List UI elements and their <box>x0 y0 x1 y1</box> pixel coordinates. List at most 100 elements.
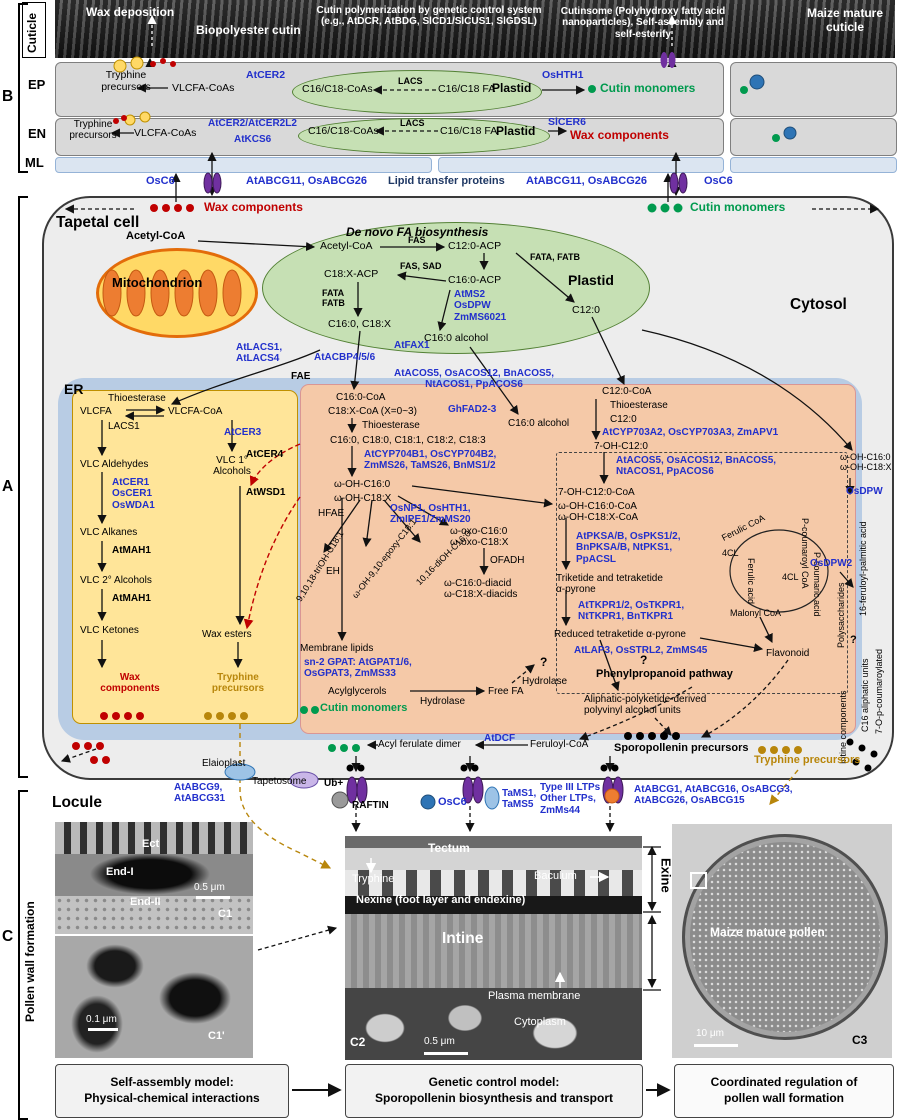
panel-label-a: A <box>2 478 14 495</box>
sporo-7oh-c12-coa: 7-OH-C12:0-CoA <box>558 487 635 498</box>
en-wax-components: Wax components <box>570 128 669 142</box>
gene-atms2-osdpw-zmms6021: AtMS2 OsDPW ZmMS6021 <box>454 289 507 323</box>
pollen-grain-shape <box>682 834 888 1040</box>
c3-scale: 10 μm <box>696 1028 724 1039</box>
plastid-c12: C12:0 <box>572 304 601 316</box>
ltp-orange-icon <box>604 788 620 804</box>
panel-a-bracket <box>18 196 28 778</box>
cutin-eh: EH <box>326 566 340 577</box>
cytosol-label: Cytosol <box>790 296 847 313</box>
c1-ect: Ect <box>142 838 160 850</box>
tapetosome-label: Tapetosome <box>252 776 307 787</box>
c2-intine: Intine <box>442 930 484 947</box>
em-image-c1 <box>55 822 253 934</box>
c1-end2-layer <box>55 896 253 934</box>
sporo-thioesterase: Thioesterase <box>610 400 668 411</box>
sporo-malonyl-coa: Malonyl CoA <box>730 608 782 618</box>
wax-vlc-1-alcohols: VLC 1° Alcohols <box>213 455 251 478</box>
em-image-c2 <box>345 836 642 1060</box>
gene-slcer6: SlCER6 <box>548 116 586 128</box>
cutin-monomers-label: Cutin monomers <box>320 702 408 714</box>
cutin-c18x-coa: C18:X-CoA (X=0~3) <box>328 406 417 417</box>
sporo-aliphatic-units: Aliphatic-polyketide-derived polyvinyl a… <box>584 694 707 717</box>
c2-scale: 0.5 μm <box>424 1036 455 1047</box>
gene-atcer2-atcer2l2: AtCER2/AtCER2L2 <box>208 118 297 129</box>
gene-atcer2: AtCER2 <box>246 69 286 81</box>
ml-transporter-icons <box>203 172 688 194</box>
gene-atcer1-oscer1-oswda1: AtCER1 OsCER1 OsWDA1 <box>112 477 155 511</box>
elaioplast-icon <box>224 763 256 781</box>
cutin-c16-coa: C16:0-CoA <box>336 392 386 403</box>
c1-scale: 0.5 μm <box>194 882 225 893</box>
gene-atmah1-a: AtMAH1 <box>112 545 151 556</box>
biopolyester-cutin-label: Biopolyester cutin <box>196 23 301 37</box>
wax-esters-label: Wax esters <box>202 629 252 640</box>
gene-acos-sporo: AtACOS5, OsACOS12, BnACOS5, NtACOS1, PpA… <box>616 455 777 478</box>
c2-baculum-layer <box>345 870 642 896</box>
gene-osnp1-oshth1: OsNP1, OsHTH1, ZmIPE1/ZmMS20 <box>390 503 471 526</box>
sporopollenin-dashed-box <box>556 452 848 694</box>
en-right-box <box>730 118 897 156</box>
c1-end1: End-I <box>106 866 134 878</box>
cutin-fa-series: C16:0, C18:0, C18:1, C18:2, C18:3 <box>330 435 486 446</box>
bottom-dot-rows <box>72 706 878 772</box>
gene-atlacs1-4: AtLACS1, AtLACS4 <box>236 342 283 365</box>
raftin-icon <box>331 791 349 809</box>
gene-atmah1-b: AtMAH1 <box>112 593 151 604</box>
en-label: EN <box>28 126 47 141</box>
sporo-7oh-c12: 7-OH-C12:0 <box>594 441 648 452</box>
question-mark-free: ? <box>540 655 548 669</box>
ep-cutin-monomers: Cutin monomers <box>600 81 696 95</box>
panel-b-bracket <box>18 3 28 173</box>
cutin-acylglycerols: Acylglycerols <box>328 686 387 697</box>
gene-abcg11-right: AtABCG11, OsABCG26 <box>526 175 648 187</box>
c1p-tag: C1' <box>208 1030 225 1042</box>
c3-inset-marker <box>690 872 707 889</box>
sporo-reduced-tetraketide: Reduced tetraketide α-pyrone <box>554 629 686 640</box>
de-novo-fa-title: De novo FA biosynthesis <box>346 225 489 239</box>
c2-tectum: Tectum <box>428 841 470 855</box>
ml-label: ML <box>25 155 44 170</box>
ep-right-box <box>730 62 897 117</box>
wax-vlc-aldehydes: VLC Aldehydes <box>80 459 149 470</box>
cell-cutin-monomers: Cutin monomers <box>690 200 786 214</box>
plastid-acetyl-coa: Acetyl-CoA <box>320 240 373 252</box>
c2-nexine-layer <box>345 896 642 914</box>
c1-end2: End-II <box>130 896 161 908</box>
cutin-free-fa: Free FA <box>488 686 524 697</box>
en-plastid-label: Plastid <box>496 124 536 138</box>
tryphine-precursors-bottom: Tryphine precursors <box>754 754 861 766</box>
model-box-self-assembly: Self-assembly model: Physical-chemical i… <box>55 1064 289 1118</box>
acyl-ferulate-dimer: Acyl ferulate dimer <box>378 739 461 750</box>
edge-c16-units: C16 aliphatic units <box>860 658 870 732</box>
c2-cytoplasm: Cytoplasm <box>514 1016 566 1028</box>
c1p-scale: 0.1 μm <box>86 1014 117 1025</box>
gene-atacbp456: AtACBP4/5/6 <box>314 352 376 363</box>
plastid-c12-acp: C12:0-ACP <box>448 240 502 252</box>
sporo-ferulic-acid: Ferulic acid <box>746 558 757 605</box>
gene-osc6-right: OsC6 <box>704 175 733 187</box>
ep-c16c18-coas: C16/C18-CoAs <box>302 83 373 95</box>
en-lacs: LACS <box>400 118 425 128</box>
cutin-pathway-box <box>300 384 856 734</box>
feruloyl-coa-label: Feruloyl-CoA <box>530 739 589 750</box>
plastid-c18x-acp: C18:X-ACP <box>324 268 379 280</box>
sporo-triketide: Triketide and tetraketide α-pyrone <box>556 573 663 596</box>
cell-wax-components: Wax components <box>204 200 303 214</box>
wax-box-dots <box>100 712 248 720</box>
c2-intine-layer <box>345 914 642 988</box>
edge-polysaccharides: Polysaccharides <box>836 582 846 648</box>
em-image-c3 <box>672 824 892 1058</box>
gene-cyp703: AtCYP703A2, OsCYP703A3, ZmAPV1 <box>602 427 779 438</box>
gene-cyp704: AtCYP704B1, OsCYP704B2, ZmMS26, TaMS26, … <box>364 449 497 472</box>
cutin-polymerization-label: Cutin polymerization by genetic control … <box>316 5 542 28</box>
gene-ghfad2-3: GhFAD2-3 <box>448 404 497 415</box>
mitochondrion-label: Mitochondrion <box>112 275 203 290</box>
cuticle-side-box <box>22 2 46 58</box>
bottom-transporter-icons <box>224 763 624 810</box>
wax-pathway-box <box>72 390 298 724</box>
sporo-woh-coas: ω-OH-C16:0-CoA ω-OH-C18:X-CoA <box>558 501 639 524</box>
ep-vlcfa-coas: VLCFA-CoAs <box>172 82 235 94</box>
wax-dots-top <box>150 204 194 212</box>
